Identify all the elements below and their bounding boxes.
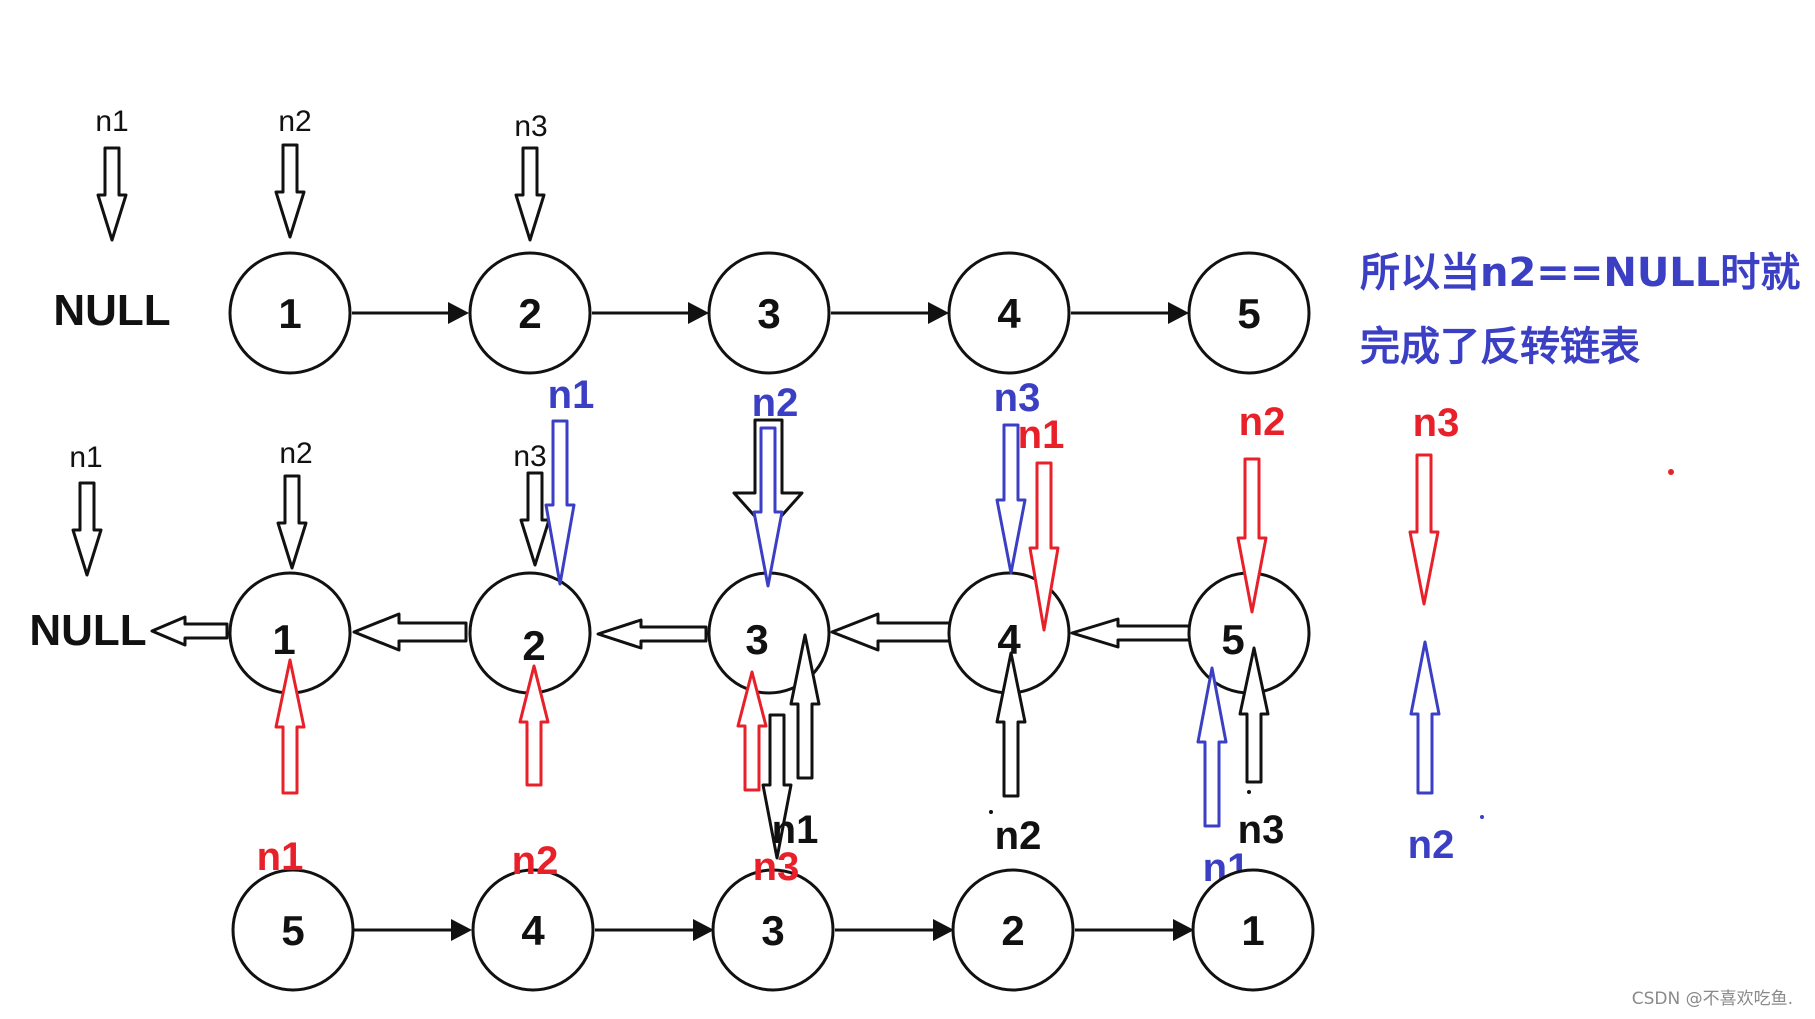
row2-blue-arrow-n3 <box>995 423 1027 575</box>
row2-black-downarrow-n1 <box>761 713 793 860</box>
row1-link-1-2-head <box>448 302 469 324</box>
row2-link-1-null <box>150 615 229 647</box>
row1-node-4-label: 4 <box>997 290 1021 337</box>
row3-node-2-label: 2 <box>1001 907 1024 954</box>
row3-node-1 <box>1191 868 1315 992</box>
caption-line-2: 完成了反转链表 <box>1360 324 1640 370</box>
row2-red-pointer-n1: n1 <box>1018 413 1065 457</box>
row1-link-4-5-head <box>1168 302 1189 324</box>
row2-null-label: NULL <box>29 606 146 655</box>
row1-pointer-n2: n2 <box>278 105 311 138</box>
row2-node-5-label: 5 <box>1221 616 1244 663</box>
caption-line-1: 所以当n2==NULL时就 <box>1360 250 1801 296</box>
row1-node-3-label: 3 <box>757 290 780 337</box>
row1-node-3 <box>707 251 831 375</box>
row1-node-2-label: 2 <box>518 290 541 337</box>
row2-red-uparrow-1 <box>274 658 306 795</box>
row2-red-pointer-n3: n3 <box>1413 401 1460 445</box>
row2-red-pointer-n2: n2 <box>1239 400 1286 444</box>
row1-node-4 <box>947 251 1071 375</box>
row1-pointer-n3: n3 <box>514 110 547 143</box>
row3-link-5-4-head <box>451 919 472 941</box>
row2-blue-arrow-n1 <box>544 419 576 586</box>
row3-link-2-1-head <box>1173 919 1194 941</box>
row1-node-1 <box>228 251 352 375</box>
stray-dot-blue <box>1480 815 1484 819</box>
row2-blue-pointer-n2: n2 <box>752 381 799 425</box>
row2-black-pointer-n2: n2 <box>279 437 312 470</box>
row2-red-arrow-n3 <box>1408 453 1440 606</box>
row2-black-bottom-n1: n1 <box>772 808 819 852</box>
row1-arrow-n1 <box>96 146 128 242</box>
row2-link-3-2 <box>596 618 708 650</box>
row3-node-1-label: 1 <box>1241 907 1264 954</box>
row2-blue-uparrow-n1 <box>1196 666 1228 828</box>
row1-link-2-3-head <box>688 302 709 324</box>
row2-black-uparrow-n3 <box>1238 646 1270 784</box>
row2-blue-uparrow-n2 <box>1409 640 1441 795</box>
row3-node-3 <box>711 868 835 992</box>
row2-red-arrow-n1 <box>1028 461 1060 632</box>
row1-node-5-label: 5 <box>1237 290 1260 337</box>
stray-dot-black-1 <box>989 810 993 814</box>
row2-node-1-label: 1 <box>272 616 295 663</box>
row1-null-label: NULL <box>53 286 170 335</box>
row3-node-5-label: 5 <box>281 907 304 954</box>
row3-node-4-label: 4 <box>521 907 545 954</box>
row2-black-bottom-n2: n2 <box>995 814 1042 858</box>
row1-node-2 <box>468 251 592 375</box>
row3-red-label-n1: n1 <box>257 835 304 879</box>
row2-black-uparrow-n1 <box>789 633 821 780</box>
row1-link-3-4-head <box>928 302 949 324</box>
stray-dot-red <box>1668 469 1674 475</box>
row2-blue-pointer-n3: n3 <box>994 376 1041 420</box>
row2-black-uparrow-n2 <box>995 651 1027 798</box>
row3-node-4 <box>471 868 595 992</box>
row3-red-label-n3: n3 <box>753 845 800 889</box>
row2-black-pointer-n1: n1 <box>69 441 102 474</box>
row2-link-4-3 <box>830 612 954 652</box>
row2-node-2-label: 2 <box>522 622 545 669</box>
row1-arrow-n3 <box>514 146 546 242</box>
row2-blue-pointer-n1: n1 <box>548 373 595 417</box>
row2-black-arrow-n3 <box>519 471 551 567</box>
row3-node-5 <box>231 868 355 992</box>
watermark: CSDN @不喜欢吃鱼. <box>1631 989 1793 1009</box>
row1-node-5 <box>1187 251 1311 375</box>
row3-link-3-2-head <box>933 919 954 941</box>
row2-link-2-1 <box>352 612 468 652</box>
row1-arrow-n2 <box>274 143 306 239</box>
row2-black-bottom-n3: n3 <box>1238 808 1285 852</box>
row2-black-arrow-n1 <box>71 481 103 577</box>
row2-blue-bottom-n2: n2 <box>1408 823 1455 867</box>
row2-blue-arrow-n2 <box>752 426 784 588</box>
row3-link-4-3-head <box>693 919 714 941</box>
row2-red-arrow-n2 <box>1236 457 1268 614</box>
row2-black-pointer-n3: n3 <box>513 440 546 473</box>
row2-red-uparrow-3 <box>736 670 768 792</box>
row2-link-5-4 <box>1070 617 1192 649</box>
row3-node-2 <box>951 868 1075 992</box>
row3-node-3-label: 3 <box>761 907 784 954</box>
row1-node-1-label: 1 <box>278 290 301 337</box>
row3-reversed-list: 5 4 3 2 1 n1 n2 n3 <box>231 835 1315 992</box>
row2-reversing-list: NULL 1 2 3 4 5 n1 n2 n3 n1 n2 n3 <box>29 373 1674 890</box>
row2-red-uparrow-2 <box>518 664 550 787</box>
row2-black-arrow-n2 <box>276 474 308 570</box>
row3-red-label-n2: n2 <box>512 839 559 883</box>
row2-node-3-label: 3 <box>745 616 768 663</box>
stray-dot-black-2 <box>1247 790 1251 794</box>
row1-original-list: NULL n1 n2 n3 1 2 3 4 5 <box>53 105 1311 375</box>
row1-pointer-n1: n1 <box>95 105 128 138</box>
